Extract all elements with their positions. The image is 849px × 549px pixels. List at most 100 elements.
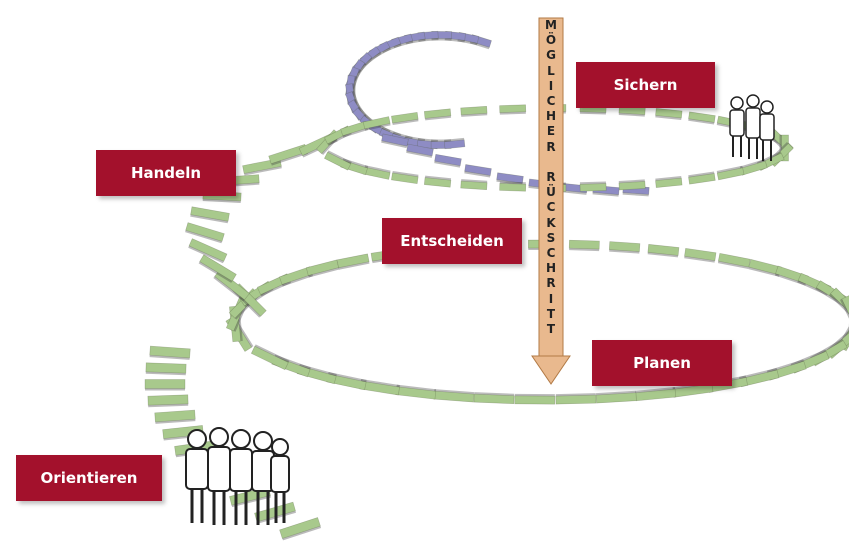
step	[250, 345, 289, 371]
step	[595, 392, 637, 404]
step-shadow	[381, 140, 407, 149]
step-shadow	[308, 267, 340, 278]
step	[279, 517, 321, 539]
step-shadow	[748, 267, 780, 277]
label-entscheiden: Entscheiden	[382, 218, 522, 264]
step	[568, 239, 600, 250]
step	[423, 177, 452, 188]
step-shadow	[392, 131, 413, 140]
step-shadow	[352, 69, 362, 89]
step	[716, 167, 745, 181]
step	[688, 111, 716, 123]
step-shadow	[825, 327, 849, 353]
step-shadow	[396, 384, 437, 392]
step	[199, 254, 237, 282]
step	[499, 104, 527, 113]
step-shadow	[461, 179, 488, 183]
step-shadow	[797, 280, 828, 296]
step-shadow	[514, 393, 555, 397]
step	[655, 177, 683, 188]
step-shadow	[353, 63, 367, 81]
step	[647, 244, 680, 256]
step-shadow	[815, 287, 845, 307]
step-shadow	[338, 261, 370, 270]
step	[188, 238, 228, 262]
step	[147, 394, 189, 406]
step	[190, 206, 230, 222]
step-shadow	[232, 289, 261, 318]
step-shadow	[149, 355, 190, 360]
people-group-bottom-icon	[185, 427, 290, 525]
step-shadow	[618, 112, 645, 117]
step	[464, 164, 492, 176]
step	[434, 153, 462, 167]
step	[608, 241, 641, 252]
step-shadow	[592, 192, 619, 197]
step-shadow	[688, 171, 715, 178]
step-shadow	[360, 379, 400, 388]
step-shadow	[464, 171, 491, 178]
step-shadow	[254, 344, 290, 363]
step	[324, 151, 352, 171]
step-shadow	[327, 132, 352, 146]
step-shadow	[353, 98, 367, 117]
step-shadow	[739, 159, 766, 169]
step-shadow	[406, 150, 433, 158]
step	[499, 183, 527, 192]
step-shadow	[560, 190, 587, 195]
step	[460, 180, 488, 191]
step-shadow	[188, 245, 224, 264]
step-shadow	[357, 106, 373, 123]
step-shadow	[282, 526, 322, 541]
step-shadow	[688, 118, 715, 125]
step-shadow	[342, 127, 369, 138]
step	[579, 183, 607, 192]
step-shadow	[405, 38, 426, 45]
step-shadow	[260, 281, 292, 297]
step	[443, 139, 466, 150]
step-shadow	[609, 249, 640, 254]
step	[473, 393, 515, 405]
step-shadow	[145, 371, 186, 376]
step	[460, 105, 488, 116]
backward-arrow	[531, 17, 571, 385]
step-shadow	[425, 175, 452, 181]
step-shadow	[418, 38, 439, 42]
step-shadow	[457, 39, 478, 46]
step-shadow	[766, 359, 804, 373]
step	[144, 379, 186, 389]
step-shadow	[716, 165, 743, 173]
step	[391, 111, 419, 124]
step-shadow	[431, 38, 452, 41]
step-shadow	[431, 139, 452, 142]
step-shadow	[810, 338, 844, 359]
label-planen: Planen	[592, 340, 732, 386]
step-shadow	[434, 161, 461, 168]
step-shadow	[244, 166, 282, 176]
step-shadow	[618, 179, 645, 184]
step-shadow	[393, 40, 414, 49]
step-shadow	[425, 115, 452, 121]
step-shadow	[595, 390, 636, 396]
step-shadow	[213, 276, 245, 302]
step-shadow	[555, 393, 596, 397]
label-sichern: Sichern	[576, 62, 715, 108]
step-shadow	[357, 57, 374, 74]
step-shadow	[198, 261, 233, 283]
step-shadow	[469, 41, 490, 50]
step-shadow	[829, 293, 849, 319]
step-shadow	[352, 83, 357, 104]
step-shadow	[474, 392, 515, 396]
step-shadow	[499, 181, 526, 185]
step	[214, 269, 250, 301]
step-shadow	[647, 252, 679, 258]
step-shadow	[231, 495, 271, 508]
step-shadow	[392, 170, 419, 177]
step	[555, 394, 597, 405]
step-shadow	[840, 298, 849, 331]
step-shadow	[364, 165, 391, 173]
label-orientieren: Orientieren	[16, 455, 162, 501]
step-shadow	[351, 90, 361, 111]
step-shadow	[381, 126, 402, 137]
